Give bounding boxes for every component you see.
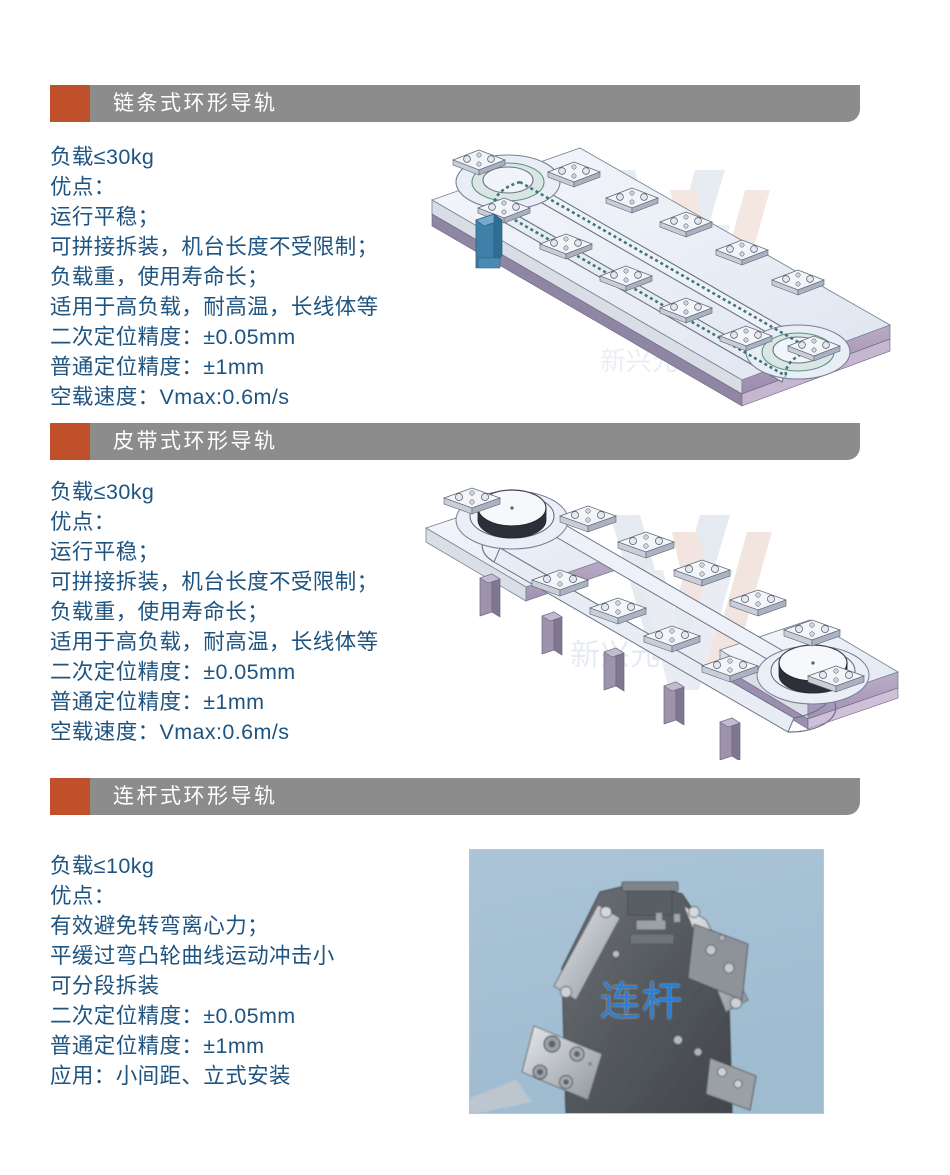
spec-line: 普通定位精度：±1mm	[50, 1034, 265, 1058]
spec-line: 普通定位精度：±1mm	[50, 355, 265, 379]
spec-list-belt-type: 负载≤30kg 优点： 运行平稳； 可拼接拆装，机台长度不受限制； 负载重，使用…	[50, 477, 379, 747]
spec-line: 二次定位精度：±0.05mm	[50, 660, 296, 684]
spec-list-chain-type: 负载≤30kg 优点： 运行平稳； 可拼接拆装，机台长度不受限制； 负载重，使用…	[50, 142, 379, 412]
spec-line: 运行平稳；	[50, 540, 160, 564]
section-header-bar: 皮带式环形导轨	[90, 423, 860, 460]
spec-line: 运行平稳；	[50, 205, 160, 229]
spec-line: 可拼接拆装，机台长度不受限制；	[50, 570, 379, 594]
spec-line: 负载重，使用寿命长；	[50, 265, 270, 289]
spec-line: 优点：	[50, 884, 116, 908]
section-title-chain-type: 链条式环形导轨	[113, 92, 278, 115]
drive-motor	[475, 213, 503, 269]
spec-line: 优点：	[50, 175, 116, 199]
spec-line: 优点：	[50, 510, 116, 534]
spec-line: 负载≤10kg	[50, 854, 155, 878]
section-header-linkage-type: 连杆式环形导轨	[50, 778, 860, 815]
section-accent-swatch	[50, 423, 90, 460]
spec-line: 可拼接拆装，机台长度不受限制；	[50, 235, 379, 259]
spec-line: 有效避免转弯离心力；	[50, 914, 270, 938]
section-header-belt-type: 皮带式环形导轨	[50, 423, 860, 460]
section-accent-swatch	[50, 85, 90, 122]
section-title-linkage-type: 连杆式环形导轨	[113, 785, 278, 808]
spec-line: 可分段拆装	[50, 974, 160, 998]
spec-line: 应用：小间距、立式安装	[50, 1064, 291, 1088]
section-header-bar: 连杆式环形导轨	[90, 778, 860, 815]
section-accent-swatch	[50, 778, 90, 815]
figure-linkage-mechanism-photo	[470, 850, 823, 1113]
spec-line: 适用于高负载，耐高温，长线体等	[50, 630, 379, 654]
figure-belt-type-ring-guide-rail: 新兴元	[420, 470, 910, 760]
spec-line: 普通定位精度：±1mm	[50, 690, 265, 714]
spec-line: 二次定位精度：±0.05mm	[50, 325, 296, 349]
section-title-belt-type: 皮带式环形导轨	[113, 430, 278, 453]
spec-list-linkage-type: 负载≤10kg 优点： 有效避免转弯离心力； 平缓过弯凸轮曲线运动冲击小 可分段…	[50, 851, 335, 1091]
figure-chain-type-ring-guide-rail: 新兴元	[420, 130, 910, 420]
spec-line: 空载速度：Vmax:0.6m/s	[50, 385, 290, 409]
spec-line: 负载≤30kg	[50, 480, 155, 504]
spec-line: 空载速度：Vmax:0.6m/s	[50, 720, 290, 744]
section-header-chain-type: 链条式环形导轨	[50, 85, 860, 122]
section-header-bar: 链条式环形导轨	[90, 85, 860, 122]
spec-line: 平缓过弯凸轮曲线运动冲击小	[50, 944, 335, 968]
spec-line: 负载重，使用寿命长；	[50, 600, 270, 624]
spec-line: 负载≤30kg	[50, 145, 155, 169]
spec-line: 适用于高负载，耐高温，长线体等	[50, 295, 379, 319]
spec-line: 二次定位精度：±0.05mm	[50, 1004, 296, 1028]
